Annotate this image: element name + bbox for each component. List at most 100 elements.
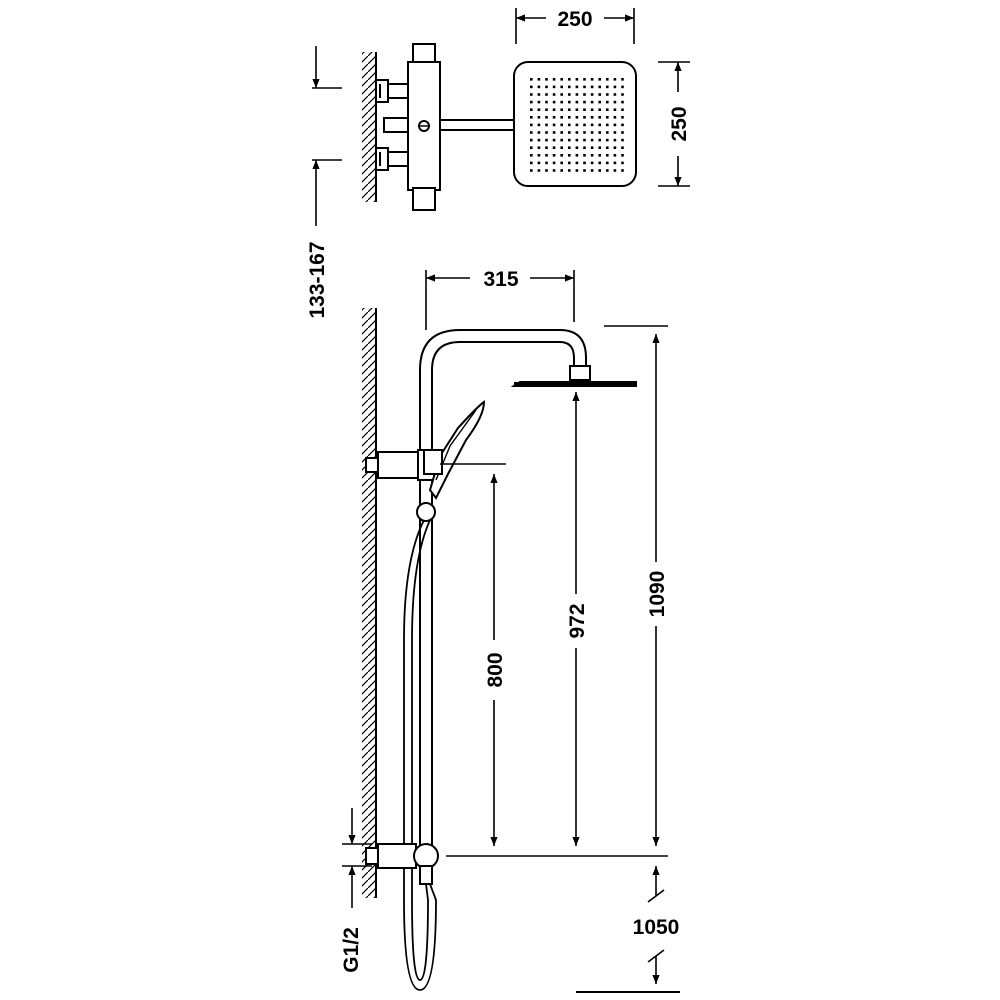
nozzle [583, 169, 586, 172]
side-view-dimensions [342, 270, 668, 984]
nozzle [598, 108, 601, 111]
nozzle [606, 78, 609, 81]
nozzle [568, 146, 571, 149]
nozzle [613, 85, 617, 89]
wall-bracket [383, 117, 411, 133]
nozzle [537, 85, 541, 89]
nozzle [537, 131, 541, 134]
nozzle [545, 123, 548, 127]
nozzle [545, 161, 548, 165]
nozzle [560, 123, 563, 127]
nozzle [606, 169, 609, 172]
nozzle [621, 161, 624, 165]
nozzle [568, 93, 571, 96]
nozzle [552, 146, 556, 149]
dim-hand-shower-height: 800 [484, 652, 507, 687]
hand-shower [423, 400, 486, 500]
nozzle [621, 146, 624, 149]
slider-holder [416, 502, 436, 522]
nozzle [530, 161, 533, 165]
nozzle [530, 100, 533, 104]
nozzle [613, 138, 617, 142]
nozzle [606, 154, 609, 157]
nozzle [606, 85, 609, 89]
shower-hose [403, 519, 437, 991]
nozzle [590, 78, 594, 81]
nozzle [560, 93, 563, 96]
nozzle [575, 100, 579, 104]
thermostatic-mixer-top-view [407, 43, 441, 211]
nozzle [530, 169, 533, 172]
nozzle [590, 161, 594, 165]
dim-floor-distance: 1050 [633, 916, 680, 939]
nozzle [583, 161, 586, 165]
nozzle [575, 131, 579, 134]
nozzle [613, 169, 617, 172]
nozzle [568, 78, 571, 81]
nozzle [590, 138, 594, 142]
nozzle [598, 146, 601, 149]
upper-wall-connector [375, 79, 411, 103]
nozzle [530, 123, 533, 127]
nozzle [621, 138, 624, 142]
nozzle [590, 100, 594, 104]
nozzle [583, 85, 586, 89]
nozzle [537, 138, 541, 142]
nozzle [545, 116, 548, 119]
nozzle [568, 169, 571, 172]
nozzle [598, 116, 601, 119]
nozzle [568, 138, 571, 142]
nozzle [590, 169, 594, 172]
nozzle [545, 138, 548, 142]
nozzle [552, 116, 556, 119]
nozzle [613, 100, 617, 104]
nozzle [606, 116, 609, 119]
nozzle [575, 78, 579, 81]
diverter-connector [365, 843, 439, 885]
nozzle [537, 123, 541, 127]
nozzle [575, 138, 579, 142]
nozzle [606, 131, 609, 134]
nozzle [560, 146, 563, 149]
nozzle [537, 100, 541, 104]
dim-column-height: 1090 [646, 571, 669, 618]
top-view-dimensions [312, 8, 690, 226]
nozzle [552, 100, 556, 104]
nozzle [590, 116, 594, 119]
nozzle [537, 169, 541, 172]
nozzle [598, 78, 601, 81]
nozzle [598, 161, 601, 165]
nozzle [606, 146, 609, 149]
nozzle [590, 123, 594, 127]
nozzle [545, 154, 548, 157]
nozzle [613, 154, 617, 157]
nozzle [598, 131, 601, 134]
nozzle [583, 108, 586, 111]
nozzle [613, 146, 617, 149]
nozzle [530, 131, 533, 134]
shower-head-nozzles [530, 78, 624, 172]
nozzle [575, 169, 579, 172]
nozzle [613, 123, 617, 127]
nozzle [598, 169, 601, 172]
dim-arm-reach: 315 [483, 268, 518, 291]
nozzle [613, 108, 617, 111]
nozzle [537, 154, 541, 157]
nozzle [583, 146, 586, 149]
nozzle [530, 108, 533, 111]
nozzle [621, 169, 624, 172]
nozzle [552, 123, 556, 127]
nozzle [530, 154, 533, 157]
dim-wall-distance: 133-167 [306, 241, 329, 318]
nozzle [568, 131, 571, 134]
nozzle [537, 161, 541, 165]
nozzle [575, 93, 579, 96]
nozzle [560, 154, 563, 157]
nozzle [552, 85, 556, 89]
nozzle [613, 78, 617, 81]
nozzle [560, 131, 563, 134]
nozzle [530, 93, 533, 96]
nozzle [606, 138, 609, 142]
lower-wall-connector [375, 147, 411, 171]
riser-column [419, 329, 587, 852]
